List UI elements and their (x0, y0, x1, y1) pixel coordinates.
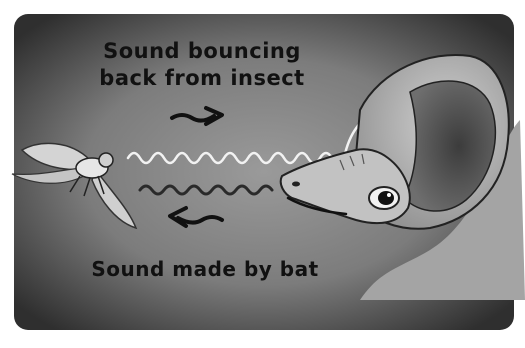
emitted-sound-label: Sound made by bat (70, 256, 340, 283)
reflected-sound-label: Sound bouncing back from insect (72, 38, 332, 92)
reflected-sound-label-line2: back from insect (72, 65, 332, 92)
reflected-sound-label-line1: Sound bouncing (72, 38, 332, 65)
